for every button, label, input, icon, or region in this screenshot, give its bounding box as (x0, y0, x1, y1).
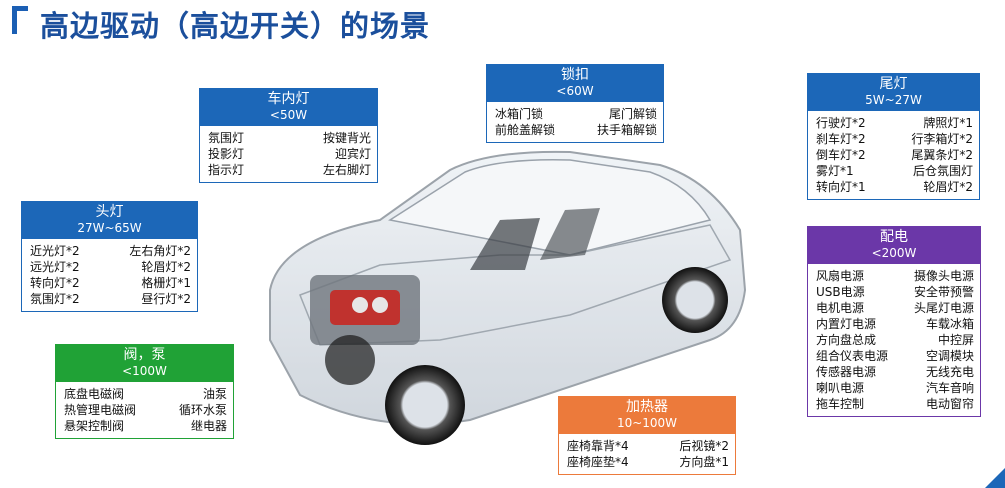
group-name: 尾灯 (879, 76, 908, 92)
item: 后仓氛围灯 (912, 164, 973, 178)
group-locks: 锁扣 <60W 冰箱门锁 尾门解锁 前舱盖解锁 扶手箱解锁 (486, 64, 664, 143)
item: 格栅灯*1 (141, 276, 191, 290)
item: 汽车音响 (925, 381, 974, 395)
group-items: 冰箱门锁 尾门解锁 前舱盖解锁 扶手箱解锁 (487, 102, 663, 142)
item: 行李箱灯*2 (911, 132, 973, 146)
item: 电动窗帘 (925, 397, 974, 411)
item: USB电源 (816, 285, 865, 299)
group-head-lights: 头灯 27W~65W 近光灯*2 左右角灯*2 远光灯*2 轮眉灯*2 转向灯*… (21, 201, 198, 312)
group-name: 车内灯 (267, 91, 310, 107)
group-name: 加热器 (626, 399, 668, 415)
item: 座椅座垫*4 (567, 455, 629, 469)
item: 空调模块 (925, 349, 974, 363)
item: 悬架控制阀 (64, 419, 125, 433)
item: 后视镜*2 (679, 439, 729, 453)
group-tail-lights: 尾灯 5W~27W 行驶灯*2 牌照灯*1 刹车灯*2 行李箱灯*2 倒车灯*2… (807, 73, 980, 200)
item: 轮眉灯*2 (141, 260, 191, 274)
group-header: 配电 <200W (808, 227, 980, 264)
group-header: 车内灯 <50W (200, 89, 377, 126)
item: 倒车灯*2 (816, 148, 866, 162)
group-heaters: 加热器 10~100W 座椅靠背*4 后视镜*2 座椅座垫*4 方向盘*1 (558, 396, 736, 475)
item: 热管理电磁阀 (64, 403, 137, 417)
item: 迎宾灯 (334, 147, 371, 161)
item: 雾灯*1 (816, 164, 854, 178)
item: 内置灯电源 (816, 317, 877, 331)
group-items: 风扇电源 摄像头电源 USB电源 安全带预警 电机电源 头尾灯电源 内置灯电源 … (808, 264, 980, 416)
group-name: 阀，泵 (123, 347, 166, 363)
item: 氛围灯*2 (30, 292, 80, 306)
item: 底盘电磁阀 (64, 387, 125, 401)
group-header: 加热器 10~100W (559, 397, 735, 434)
item: 尾翼条灯*2 (911, 148, 973, 162)
item: 中控屏 (937, 333, 974, 347)
item: 油泵 (202, 387, 227, 401)
group-header: 头灯 27W~65W (22, 202, 197, 239)
item: 尾门解锁 (608, 107, 657, 121)
group-items: 座椅靠背*4 后视镜*2 座椅座垫*4 方向盘*1 (559, 434, 735, 474)
item: 左右角灯*2 (129, 244, 191, 258)
group-power: <60W (556, 84, 594, 98)
item: 喇叭电源 (816, 381, 865, 395)
item: 投影灯 (208, 147, 245, 161)
item: 传感器电源 (816, 365, 877, 379)
item: 电机电源 (816, 301, 865, 315)
item: 行驶灯*2 (816, 116, 866, 130)
item: 风扇电源 (816, 269, 865, 283)
item: 方向盘*1 (679, 455, 729, 469)
page-title: 高边驱动（高边开关）的场景 (40, 9, 431, 43)
group-name: 配电 (880, 229, 908, 245)
item: 无线充电 (925, 365, 974, 379)
item: 摄像头电源 (913, 269, 974, 283)
group-power: 27W~65W (77, 221, 142, 235)
group-power-distribution: 配电 <200W 风扇电源 摄像头电源 USB电源 安全带预警 电机电源 头尾灯… (807, 226, 981, 417)
group-items: 近光灯*2 左右角灯*2 远光灯*2 轮眉灯*2 转向灯*2 格栅灯*1 氛围灯… (22, 239, 197, 311)
item: 轮眉灯*2 (923, 180, 973, 194)
item: 牌照灯*1 (923, 116, 973, 130)
item: 转向灯*2 (30, 276, 80, 290)
item: 循环水泵 (178, 403, 227, 417)
item: 前舱盖解锁 (495, 123, 556, 137)
item: 氛围灯 (208, 131, 245, 145)
item: 车载冰箱 (925, 317, 974, 331)
item: 冰箱门锁 (495, 107, 544, 121)
item: 座椅靠背*4 (567, 439, 629, 453)
item: 按键背光 (322, 131, 371, 145)
group-valves-pumps: 阀，泵 <100W 底盘电磁阀 油泵 热管理电磁阀 循环水泵 悬架控制阀 继电器 (55, 344, 234, 439)
group-power: <200W (871, 246, 917, 260)
group-interior-lights: 车内灯 <50W 氛围灯 按键背光 投影灯 迎宾灯 指示灯 左右脚灯 (199, 88, 378, 183)
group-power: <100W (122, 364, 167, 378)
car-body (269, 150, 747, 426)
item: 拖车控制 (816, 397, 865, 411)
group-name: 头灯 (95, 204, 124, 220)
item: 左右脚灯 (322, 163, 371, 177)
item: 组合仪表电源 (816, 349, 889, 363)
group-items: 底盘电磁阀 油泵 热管理电磁阀 循环水泵 悬架控制阀 继电器 (56, 382, 233, 438)
corner-decoration (985, 468, 1005, 488)
group-power: <50W (269, 108, 308, 122)
item: 扶手箱解锁 (596, 123, 657, 137)
item: 继电器 (190, 419, 227, 433)
item: 转向灯*1 (816, 180, 866, 194)
group-header: 阀，泵 <100W (56, 345, 233, 382)
group-name: 锁扣 (561, 67, 589, 83)
group-items: 氛围灯 按键背光 投影灯 迎宾灯 指示灯 左右脚灯 (200, 126, 377, 182)
title-bracket-decoration (12, 6, 28, 34)
item: 远光灯*2 (30, 260, 80, 274)
car-wheels (325, 267, 728, 445)
item: 指示灯 (208, 163, 245, 177)
item: 安全带预警 (913, 285, 974, 299)
group-power: 5W~27W (865, 93, 922, 107)
group-power: 10~100W (616, 416, 678, 430)
group-header: 尾灯 5W~27W (808, 74, 979, 111)
item: 方向盘总成 (816, 333, 877, 347)
group-header: 锁扣 <60W (487, 65, 663, 102)
item: 刹车灯*2 (816, 132, 866, 146)
car-illustration (269, 150, 747, 445)
group-items: 行驶灯*2 牌照灯*1 刹车灯*2 行李箱灯*2 倒车灯*2 尾翼条灯*2 雾灯… (808, 111, 979, 199)
item: 头尾灯电源 (913, 301, 974, 315)
item: 昼行灯*2 (141, 292, 191, 306)
item: 近光灯*2 (30, 244, 80, 258)
